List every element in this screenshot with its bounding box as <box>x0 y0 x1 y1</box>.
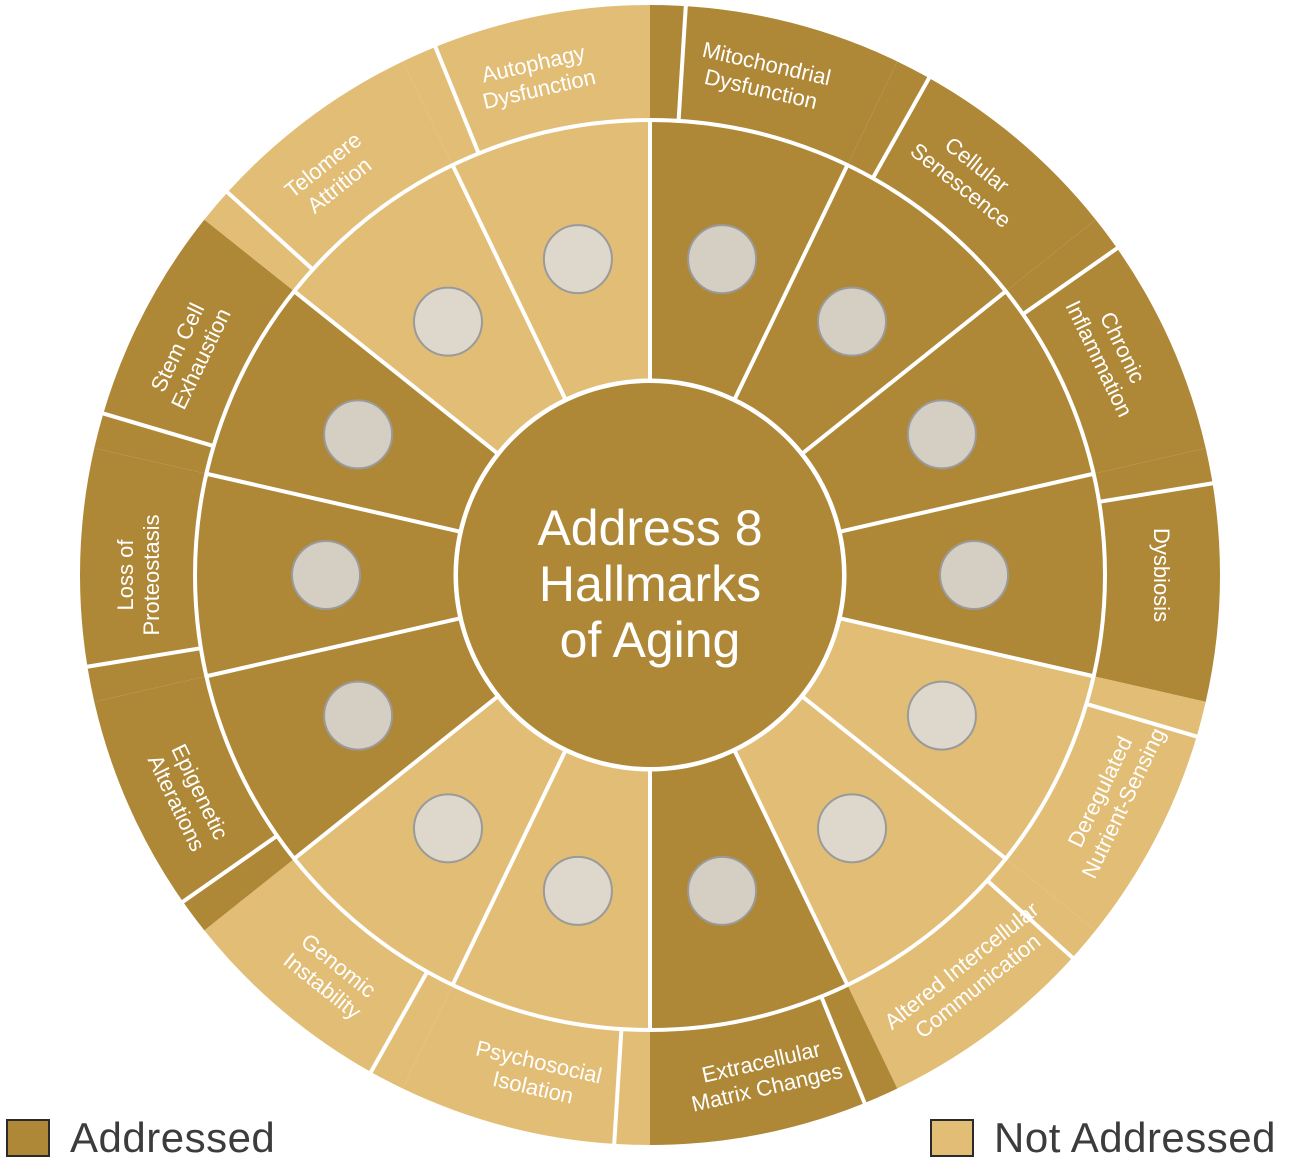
sector-band-deregulated-nutrient-sensing <box>1005 676 1206 931</box>
sector-band-telomere-attrition <box>204 61 453 292</box>
legend-not-addressed: Not Addressed <box>930 1114 1276 1162</box>
sector-divider <box>836 471 1095 535</box>
sector-divider <box>731 747 850 986</box>
band-divider <box>819 995 868 1106</box>
legend-label-not-addressed: Not Addressed <box>994 1114 1277 1161</box>
sector-label-line: Dysbiosis <box>1149 528 1174 622</box>
legend-swatch-addressed <box>6 1119 50 1157</box>
sector-label-line: Proteostasis <box>139 514 164 635</box>
band-divider <box>368 970 429 1075</box>
mitochondrion-icon <box>687 224 758 295</box>
band-divider <box>676 4 688 122</box>
sector-divider <box>798 693 1007 861</box>
cutlery-icon <box>906 680 977 751</box>
band-divider <box>432 44 481 155</box>
isolated-people-icon <box>542 855 613 926</box>
sector-divider <box>798 289 1007 457</box>
inflammation-cell-icon <box>906 399 977 470</box>
sector-band-loss-of-proteostasis <box>79 448 207 702</box>
icons-layer <box>291 224 1009 926</box>
nucleosome-icon <box>323 680 394 751</box>
sector-band-mitochondrial-dysfunction <box>650 5 898 166</box>
sector-divider <box>293 289 502 457</box>
center-title-line-2: Hallmarks <box>539 556 761 612</box>
band-divider <box>180 834 279 905</box>
sector-divider <box>450 747 569 986</box>
band-divider <box>1085 701 1200 739</box>
dna-icon <box>412 793 483 864</box>
sector-divider <box>450 164 569 403</box>
bacterium-icon <box>939 540 1009 610</box>
legend-label-addressed: Addressed <box>70 1114 276 1161</box>
sector-band-dysbiosis <box>1093 448 1220 702</box>
inner-ring <box>453 378 847 772</box>
autophagosome-icon <box>542 224 613 295</box>
sector-divider <box>836 615 1095 679</box>
sector-band-stem-cell-exhaustion <box>94 219 295 474</box>
chromosome-icon <box>412 286 483 357</box>
network-icon <box>817 793 888 864</box>
sector-band-autophagy-dysfunction <box>402 5 650 166</box>
band-divider <box>100 411 215 449</box>
senescent-leaf-icon <box>817 286 888 357</box>
sector-label-line: Loss of <box>113 539 138 611</box>
sector-band-psychosocial-isolation <box>402 984 650 1145</box>
sector-band-cellular-senescence <box>847 61 1096 292</box>
center-hub: Address 8 Hallmarks of Aging <box>458 383 842 767</box>
stem-cell-icon <box>323 399 394 470</box>
extracellular-matrix-icon <box>687 855 758 926</box>
middle-ring <box>193 118 1107 1032</box>
center-title-line-1: Address 8 <box>537 500 762 556</box>
sector-band-chronic-inflammation <box>1005 219 1206 474</box>
band-divider <box>1021 245 1120 316</box>
center-title-line-3: of Aging <box>560 612 741 668</box>
sector-divider <box>293 693 502 861</box>
sector-band-genomic-instability <box>204 858 453 1089</box>
sector-divider <box>205 615 464 679</box>
sector-band-altered-intercellular-communication <box>847 858 1096 1089</box>
band-divider <box>871 75 932 180</box>
sector-band-extracellular-matrix-changes <box>650 984 898 1145</box>
sector-band-epigenetic-alterations <box>94 676 295 931</box>
sector-divider <box>205 471 464 535</box>
legend-swatch-not-addressed <box>930 1119 974 1157</box>
protein-icon <box>291 540 361 610</box>
band-divider <box>1098 481 1215 504</box>
band-divider <box>612 1028 624 1146</box>
dividers-layer <box>85 4 1215 1146</box>
legend-addressed: Addressed <box>6 1114 275 1162</box>
band-divider <box>985 878 1076 961</box>
center-circle <box>458 383 842 767</box>
sector-divider <box>731 164 850 403</box>
band-divider <box>224 189 315 272</box>
band-divider <box>85 646 202 669</box>
label-dysbiosis: Dysbiosis <box>1149 528 1174 622</box>
